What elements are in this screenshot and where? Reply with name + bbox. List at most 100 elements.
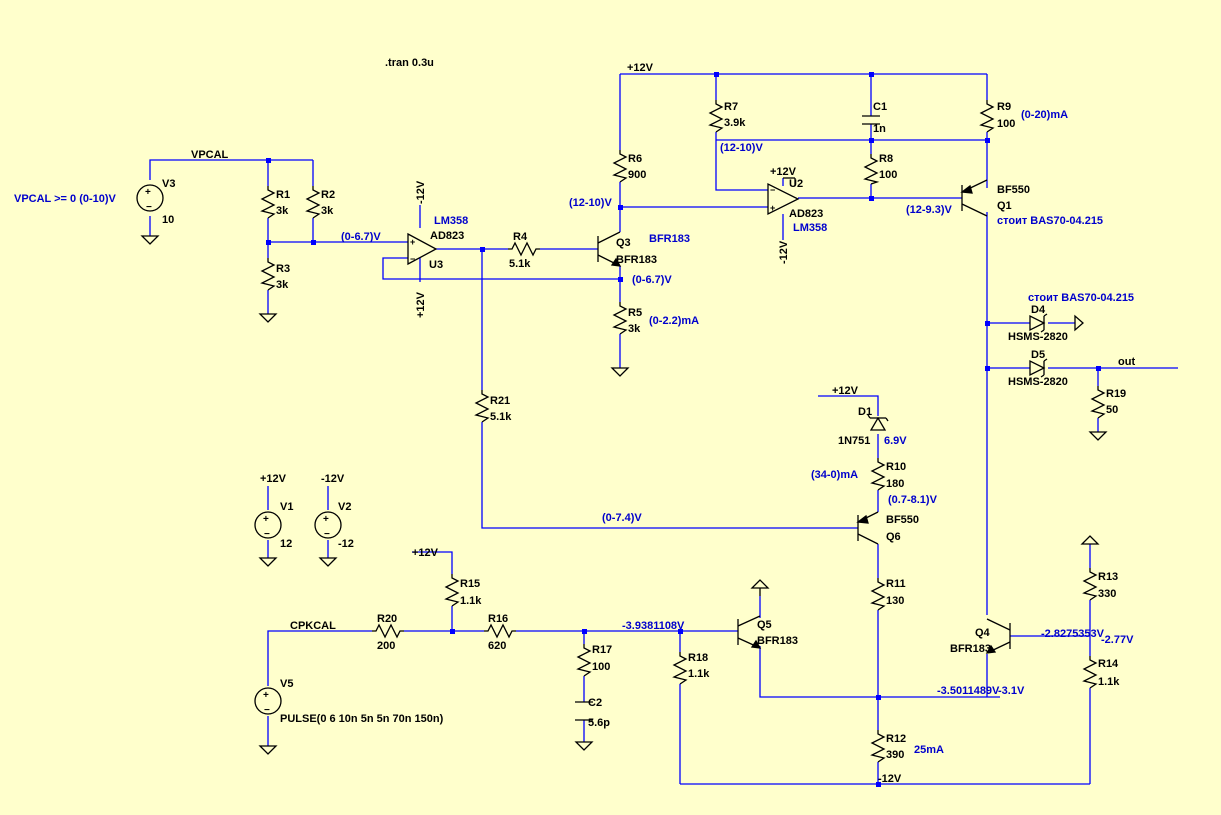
u3-value: AD823 xyxy=(430,230,464,242)
resistor-symbols xyxy=(260,100,1106,763)
ground-icon xyxy=(258,557,278,567)
capacitor-symbols xyxy=(575,115,880,721)
r6-value: 900 xyxy=(628,169,646,181)
r2-value: 3k xyxy=(321,205,334,217)
ground-icon xyxy=(574,741,594,751)
net-label-m12: -12V xyxy=(878,773,902,785)
r9-value: 100 xyxy=(997,118,1015,130)
svg-text:+: + xyxy=(263,514,269,525)
q5-name: Q5 xyxy=(757,619,772,631)
annotation-q1-b: (12-9.3)V xyxy=(906,204,953,216)
ground-symbols xyxy=(140,177,1108,755)
ground-icon xyxy=(258,745,278,755)
r16-value: 620 xyxy=(488,640,506,652)
v1-value: 12 xyxy=(280,538,292,550)
net-label-p12: +12V xyxy=(770,166,797,178)
v2-symbol: +− xyxy=(314,511,342,540)
r11-name: R11 xyxy=(886,578,906,590)
annotation-q3-c: (12-10)V xyxy=(569,197,612,209)
r8-symbol xyxy=(863,154,880,185)
r21-value: 5.1k xyxy=(490,411,512,423)
r21-name: R21 xyxy=(490,395,510,407)
net-label-m12: -12V xyxy=(778,240,790,264)
r20-value: 200 xyxy=(377,640,395,652)
r18-value: 1.1k xyxy=(688,668,710,680)
annotation-r12-i: 25mA xyxy=(914,744,944,756)
annotation-q5-e2: -3.1V xyxy=(998,685,1025,697)
r15-symbol xyxy=(444,574,460,607)
r1-value: 3k xyxy=(276,205,289,217)
r2-symbol xyxy=(305,186,321,219)
r6-name: R6 xyxy=(628,153,642,165)
u2-value: AD823 xyxy=(789,208,823,220)
d1-value: 1N751 xyxy=(838,435,870,447)
transistor-symbols xyxy=(597,179,1011,654)
net-label-m12: -12V xyxy=(415,180,427,204)
ground-icon xyxy=(1074,314,1084,332)
r12-value: 390 xyxy=(886,749,904,761)
r19-value: 50 xyxy=(1106,404,1118,416)
c1-value: 1n xyxy=(873,123,886,135)
supply-arrow-icon xyxy=(750,579,770,589)
net-label-out: out xyxy=(1118,356,1135,368)
q4-name: Q4 xyxy=(975,627,991,639)
opamp-u2: − + xyxy=(767,182,800,216)
labels: .tran 0.3u VPCAL CPKCAL out +12V +12V +1… xyxy=(14,57,1135,785)
c2-value: 5.6p xyxy=(588,717,610,729)
q1-name: Q1 xyxy=(997,200,1012,212)
v5-value: PULSE(0 6 10n 5n 5n 70n 150n) xyxy=(280,713,444,725)
r18-name: R18 xyxy=(688,652,708,664)
r7-name: R7 xyxy=(724,101,738,113)
ground-icon xyxy=(1088,431,1108,441)
q3-name: Q3 xyxy=(616,237,631,249)
annotation-q1-alt: стоит BAS70-04.215 xyxy=(997,215,1103,227)
q5-value: BFR183 xyxy=(757,635,798,647)
r18-symbol xyxy=(672,652,688,685)
r1-symbol xyxy=(260,186,276,219)
v1-name: V1 xyxy=(280,501,293,513)
r3-name: R3 xyxy=(276,263,290,275)
q5-symbol xyxy=(737,615,762,649)
r5-name: R5 xyxy=(628,307,642,319)
r14-name: R14 xyxy=(1098,658,1119,670)
annotation-q3-alt: BFR183 xyxy=(649,233,690,245)
ground-icon xyxy=(140,235,160,245)
annotation-u3-in: (0-6.7)V xyxy=(341,231,381,243)
r12-symbol xyxy=(870,730,886,763)
q6-value: BF550 xyxy=(886,514,919,526)
q4-value: BFR183 xyxy=(950,643,991,655)
r3-value: 3k xyxy=(276,279,289,291)
r7-value: 3.9k xyxy=(724,117,746,129)
r12-name: R12 xyxy=(886,733,906,745)
r21-symbol xyxy=(474,390,490,423)
r17-value: 100 xyxy=(592,661,610,673)
ground-icon xyxy=(318,557,338,567)
v1-symbol: +− xyxy=(254,511,282,540)
net-label-p12: +12V xyxy=(260,473,287,485)
v3-symbol: +− xyxy=(136,184,164,213)
opamp-u3: + − xyxy=(407,232,438,266)
r4-value: 5.1k xyxy=(509,258,531,270)
annotation-r9-i: (0-20)mA xyxy=(1021,109,1068,121)
svg-text:+: + xyxy=(410,237,415,247)
annotation-d1-v: 6.9V xyxy=(884,435,907,447)
net-label-p12: +12V xyxy=(415,291,427,318)
v3-value: 10 xyxy=(162,214,174,226)
r11-symbol xyxy=(870,578,886,611)
net-label-m12: -12V xyxy=(321,473,345,485)
r13-name: R13 xyxy=(1098,571,1118,583)
r14-value: 1.1k xyxy=(1098,676,1120,688)
r11-value: 130 xyxy=(886,595,904,607)
r4-name: R4 xyxy=(513,231,528,243)
v3-name: V3 xyxy=(162,178,175,190)
svg-text:−: − xyxy=(410,254,415,264)
svg-text:+: + xyxy=(323,514,329,525)
annotation-q4-b: -2.8275353V xyxy=(1041,628,1105,640)
d5-name: D5 xyxy=(1031,349,1045,361)
r13-symbol xyxy=(1082,568,1098,601)
d4-name: D4 xyxy=(1031,304,1046,316)
svg-text:+: + xyxy=(145,187,151,198)
supply-arrow-icon xyxy=(1080,535,1100,545)
junction-dots xyxy=(266,72,1101,787)
